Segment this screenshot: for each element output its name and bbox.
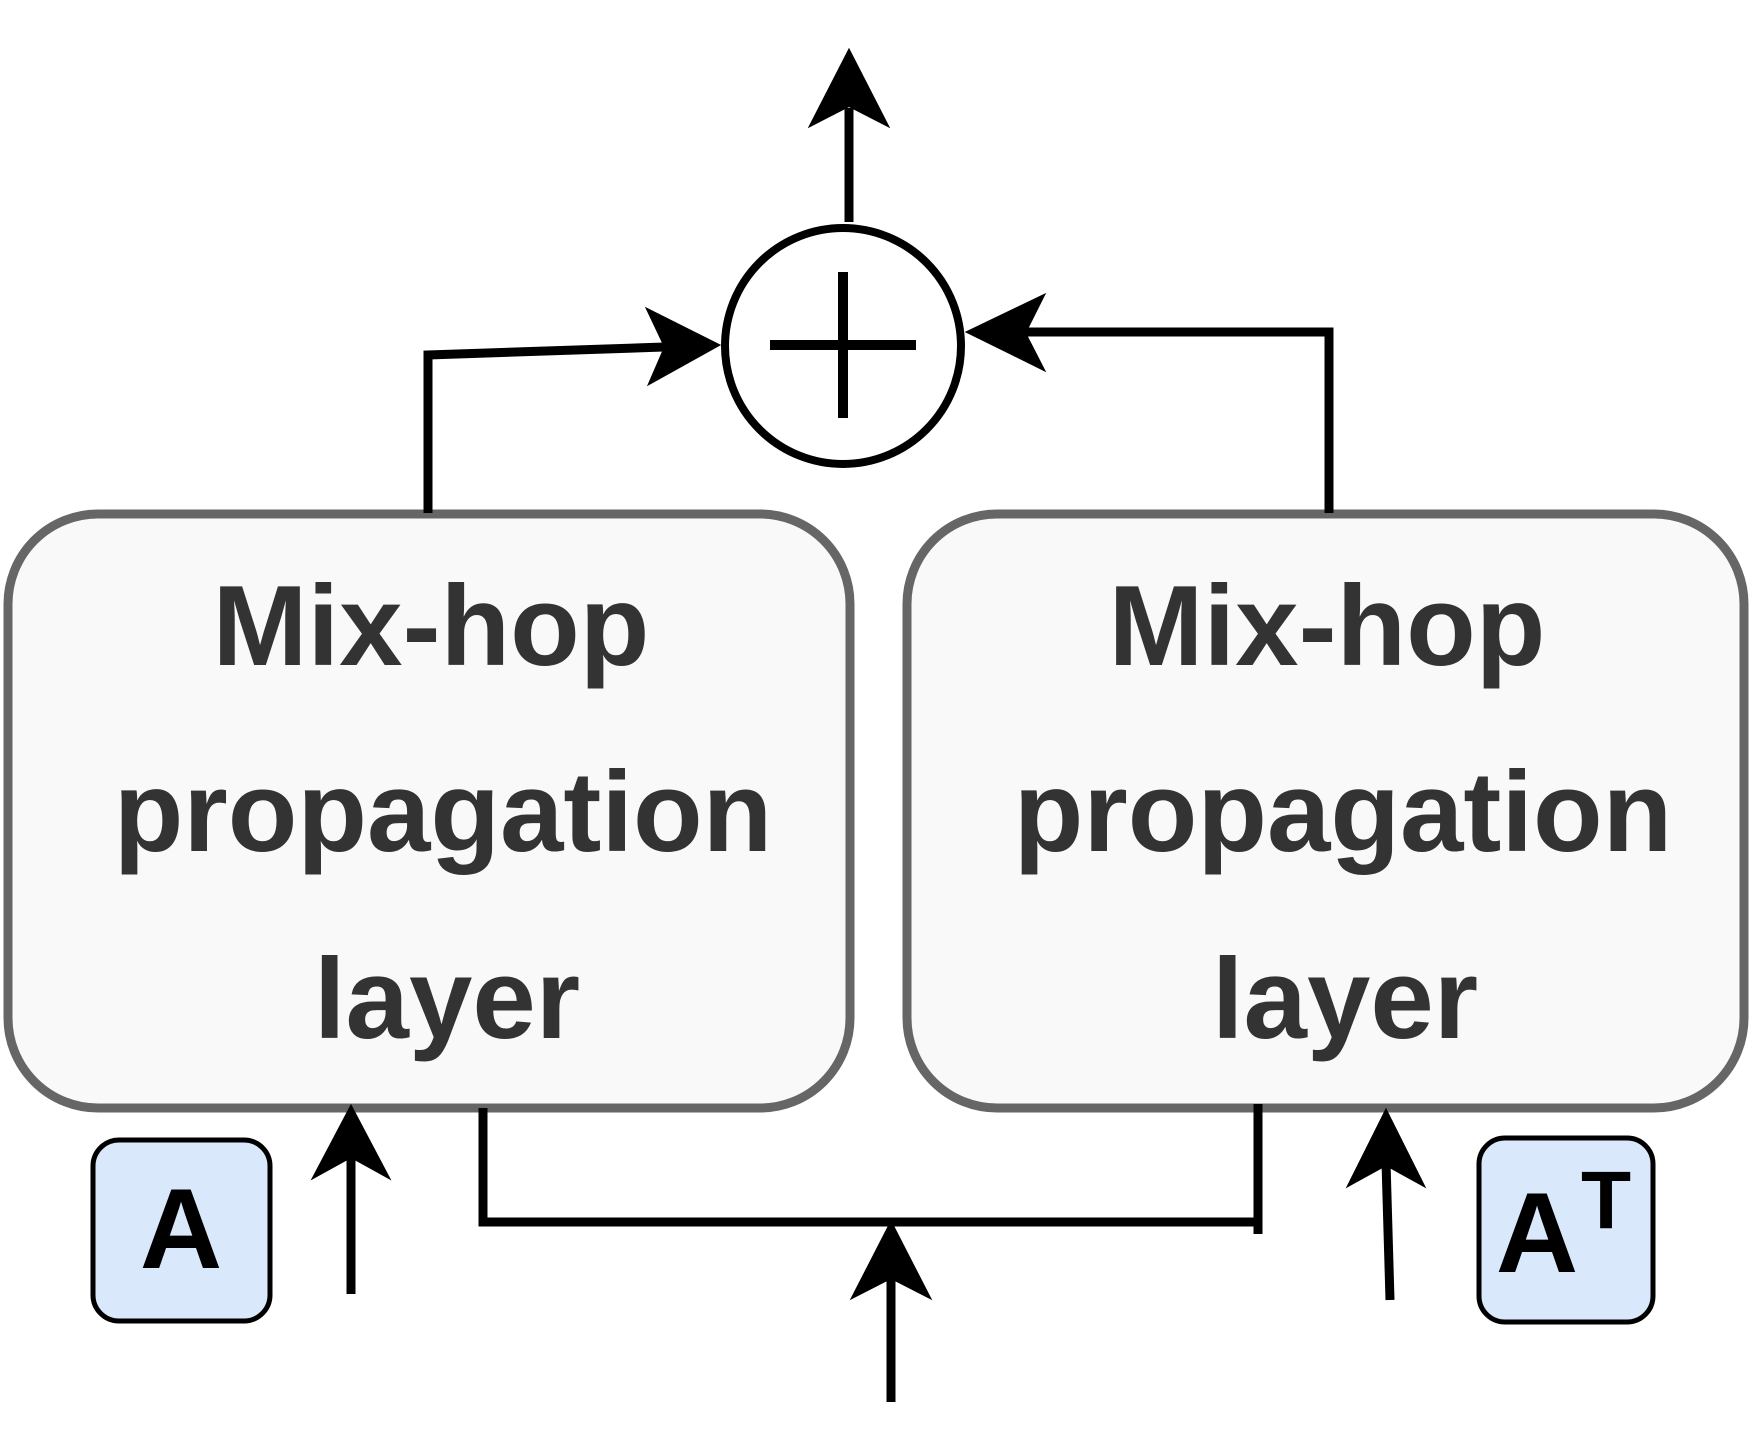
left-block-line-3: layer xyxy=(314,936,580,1063)
left-block-line-1: Mix-hop xyxy=(213,563,650,690)
left-matrix-arrowhead xyxy=(310,1103,392,1181)
sum-node xyxy=(721,224,965,468)
right-block-line-3: layer xyxy=(1212,936,1478,1063)
matrix-a-transpose-node: A T xyxy=(1476,1135,1656,1325)
output-arrowhead xyxy=(807,47,891,129)
output-arrow xyxy=(807,47,891,222)
left-block-line-2: propagation xyxy=(114,749,773,876)
left-mixhop-block: Mix-hop propagation layer xyxy=(3,509,855,1113)
shared-input-edge xyxy=(478,1104,1263,1402)
right-mixhop-block: Mix-hop propagation layer xyxy=(902,509,1749,1113)
right-matrix-arrow xyxy=(1345,1107,1427,1301)
right-block-line-1: Mix-hop xyxy=(1109,563,1546,690)
matrix-a-transpose-superscript: T xyxy=(1581,1155,1631,1246)
shared-input-arrowhead xyxy=(849,1219,933,1301)
left-to-sum-arrowhead xyxy=(644,306,722,387)
matrix-a-transpose-base: A xyxy=(1496,1170,1578,1297)
matrix-a-node: A xyxy=(90,1137,273,1324)
left-to-sum-edge xyxy=(423,306,722,513)
right-to-sum-arrowhead xyxy=(964,292,1047,373)
matrix-a-label: A xyxy=(140,1166,222,1293)
right-block-line-2: propagation xyxy=(1014,749,1673,876)
left-matrix-arrow xyxy=(310,1103,392,1294)
right-matrix-arrowhead xyxy=(1345,1107,1427,1189)
right-to-sum-edge xyxy=(964,292,1334,513)
